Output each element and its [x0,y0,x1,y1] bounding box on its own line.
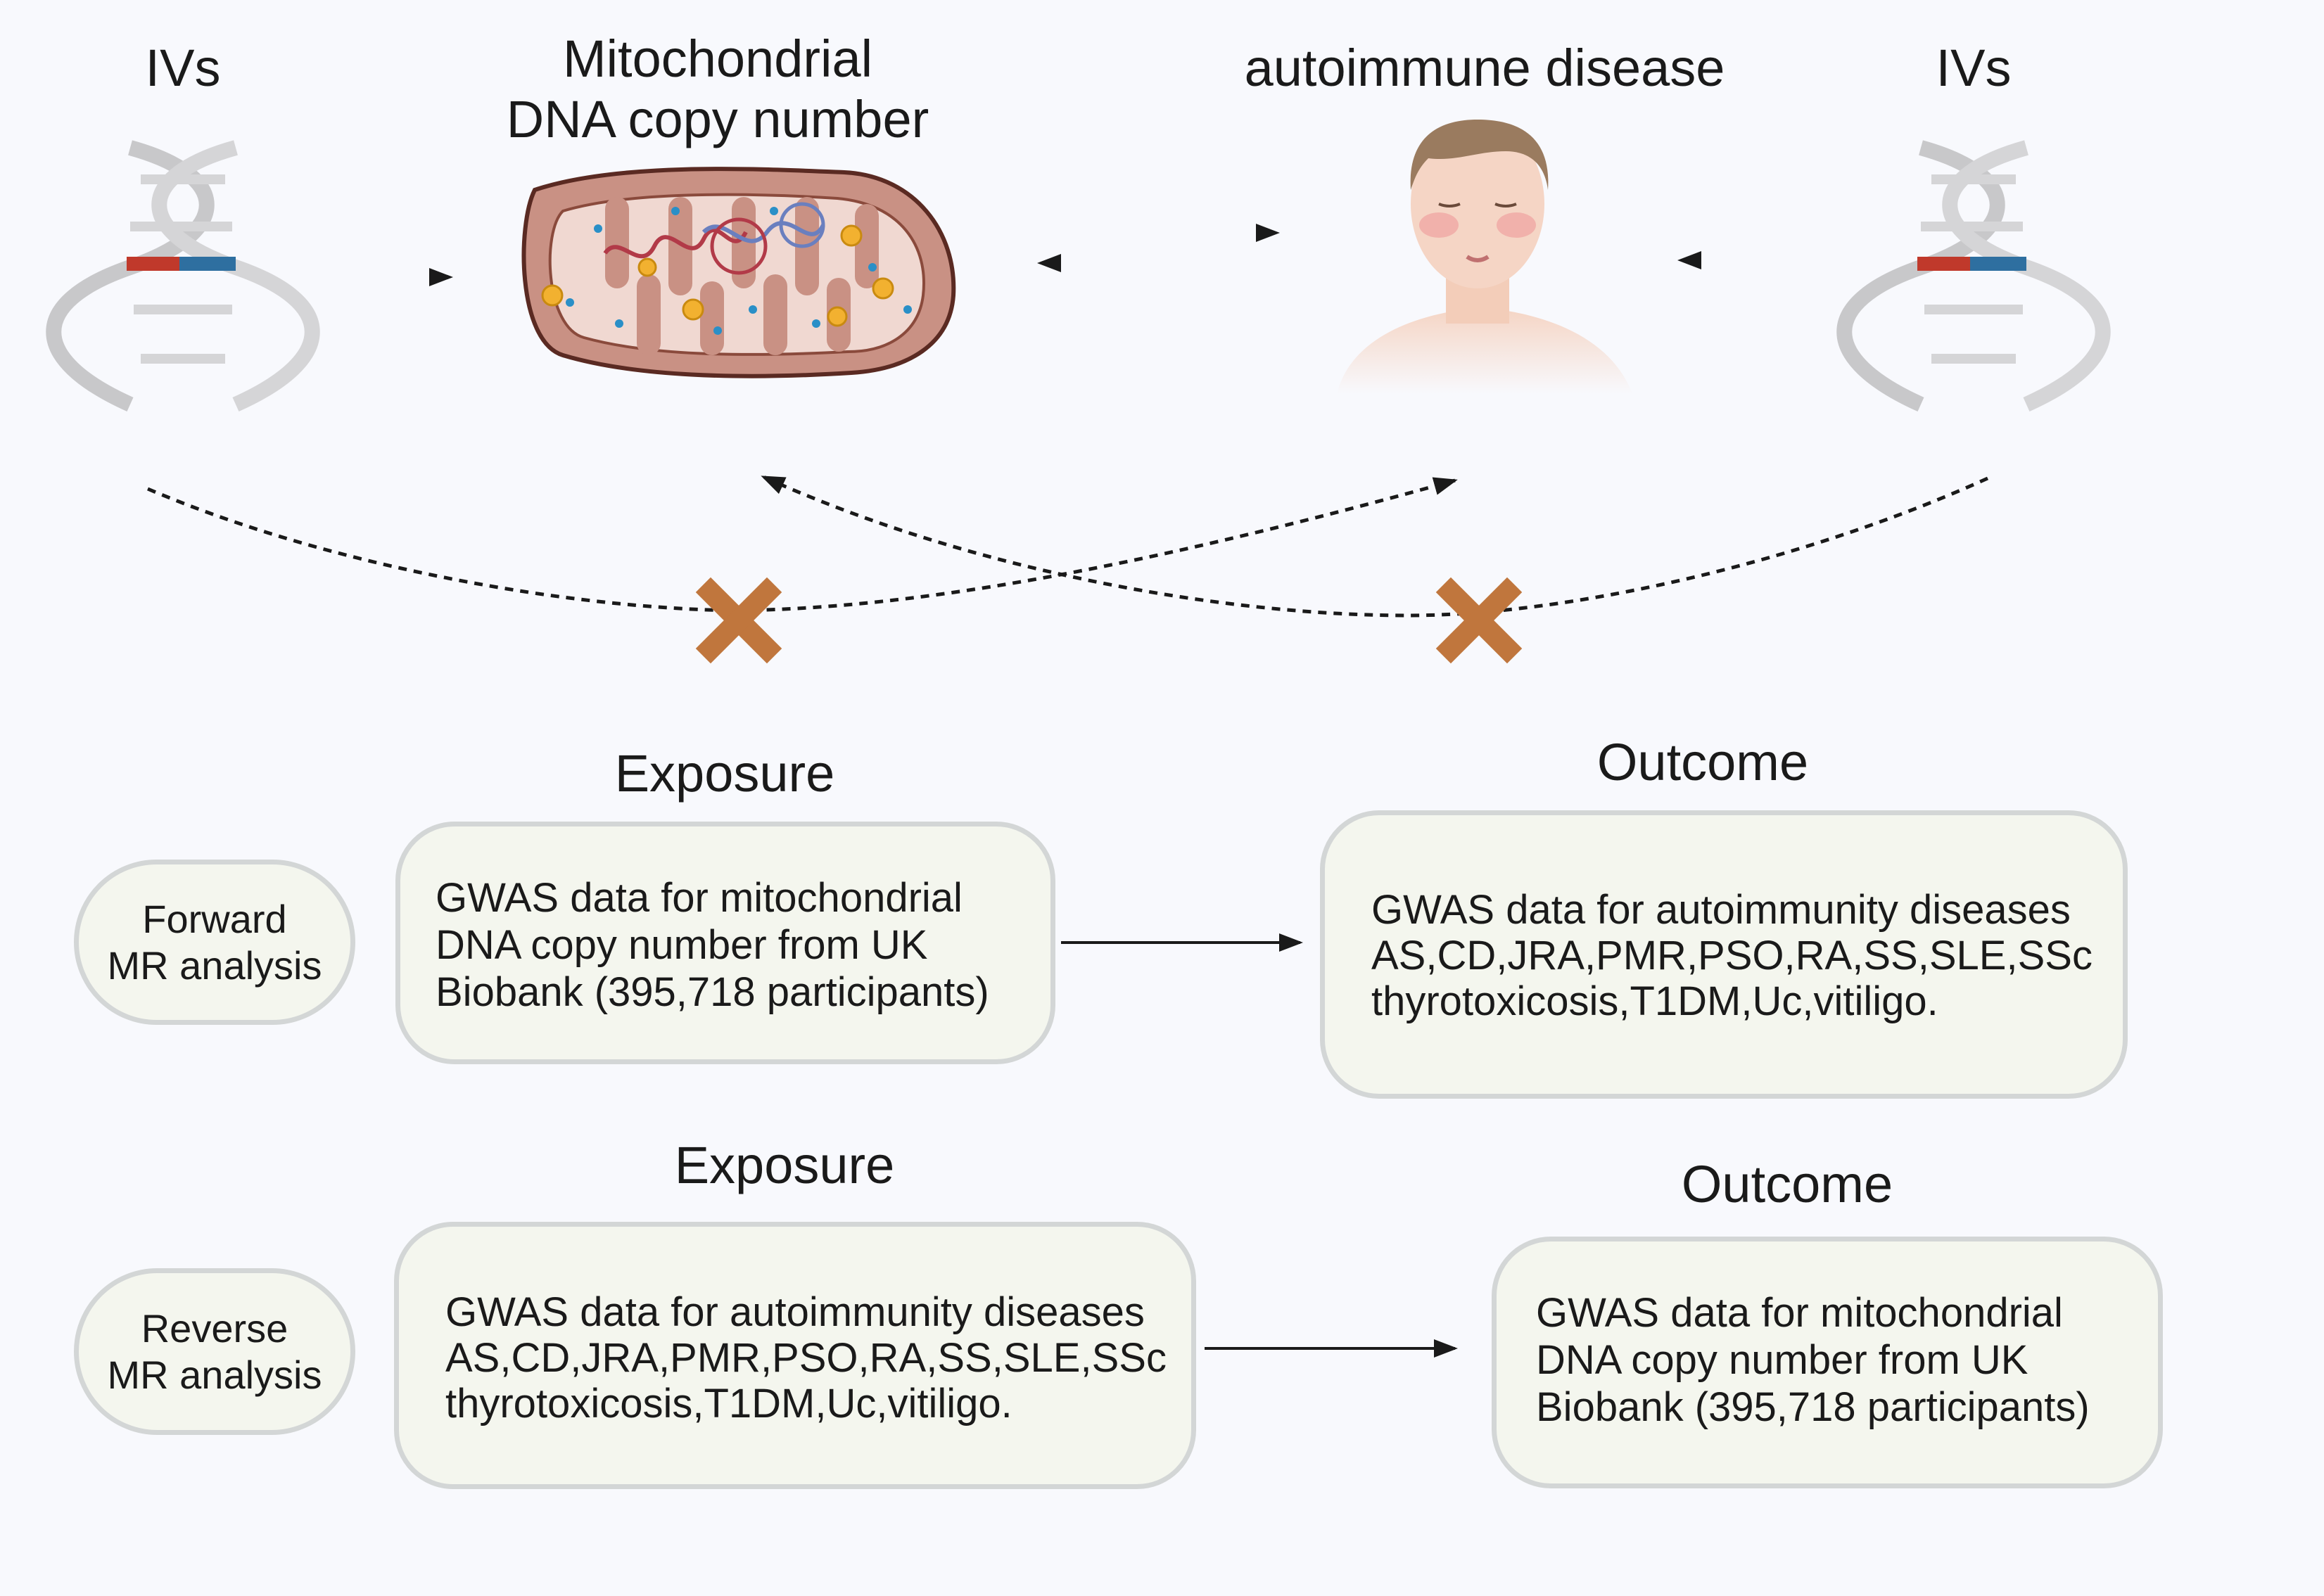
forward-label-line1: Forward [142,896,287,941]
dotted-path-left-ivs [147,477,1458,613]
forward-exposure-box: GWAS data for mitochondrial DNA copy num… [395,822,1055,1064]
reverse-outcome-box: GWAS data for mitochondrial DNA copy num… [1492,1237,2163,1488]
reverse-label-line1: Reverse [141,1305,288,1351]
reverse-mr-analysis-label: Reverse MR analysis [74,1268,355,1435]
forward-outcome-line2: AS,CD,JRA,PMR,PSO,RA,SS,SLE,SSc [1371,933,2093,978]
autoimmune-label: autoimmune disease [1244,39,1725,97]
forward-exposure-line3: Biobank (395,718 participants) [436,969,989,1015]
reverse-label-line2: MR analysis [107,1352,322,1397]
cross-icon-left [695,577,782,664]
ivs-right-label: IVs [1936,39,2012,97]
reverse-outcome-line2: DNA copy number from UK [1536,1337,2028,1383]
dna-helix-right-icon [1836,140,2111,412]
forward-exposure-line1: GWAS data for mitochondrial [436,875,963,921]
reverse-exposure-box: GWAS data for autoimmunity diseases AS,C… [394,1222,1196,1489]
forward-exposure-heading: Exposure [614,744,835,803]
dotted-path-right-ivs [761,475,1989,618]
mito-label-line2: DNA copy number [506,90,929,148]
reverse-exposure-line1: GWAS data for autoimmunity diseases [445,1289,1145,1335]
forward-label-line2: MR analysis [107,943,322,988]
forward-outcome-box: GWAS data for autoimmunity diseases AS,C… [1320,810,2128,1099]
mitochondrion-icon [521,167,956,378]
forward-outcome-line1: GWAS data for autoimmunity diseases [1371,887,2071,933]
forward-exposure-line2: DNA copy number from UK [436,922,928,968]
person-icon [1337,120,1632,394]
reverse-outcome-line1: GWAS data for mitochondrial [1536,1290,2063,1336]
reverse-outcome-line3: Biobank (395,718 participants) [1536,1384,2090,1430]
forward-outcome-heading: Outcome [1596,733,1809,791]
mito-label-line1: Mitochondrial [562,30,873,88]
reverse-exposure-heading: Exposure [674,1136,895,1194]
forward-mr-analysis-label: Forward MR analysis [74,860,355,1025]
reverse-exposure-line2: AS,CD,JRA,PMR,PSO,RA,SS,SLE,SSc [445,1335,1167,1381]
dna-helix-left-icon [46,140,320,412]
cross-icon-right [1435,577,1523,664]
forward-outcome-line3: thyrotoxicosis,T1DM,Uc,vitiligo. [1371,978,1938,1024]
ivs-left-label: IVs [145,39,221,97]
reverse-outcome-heading: Outcome [1681,1155,1893,1213]
reverse-exposure-line3: thyrotoxicosis,T1DM,Uc,vitiligo. [445,1381,1012,1426]
